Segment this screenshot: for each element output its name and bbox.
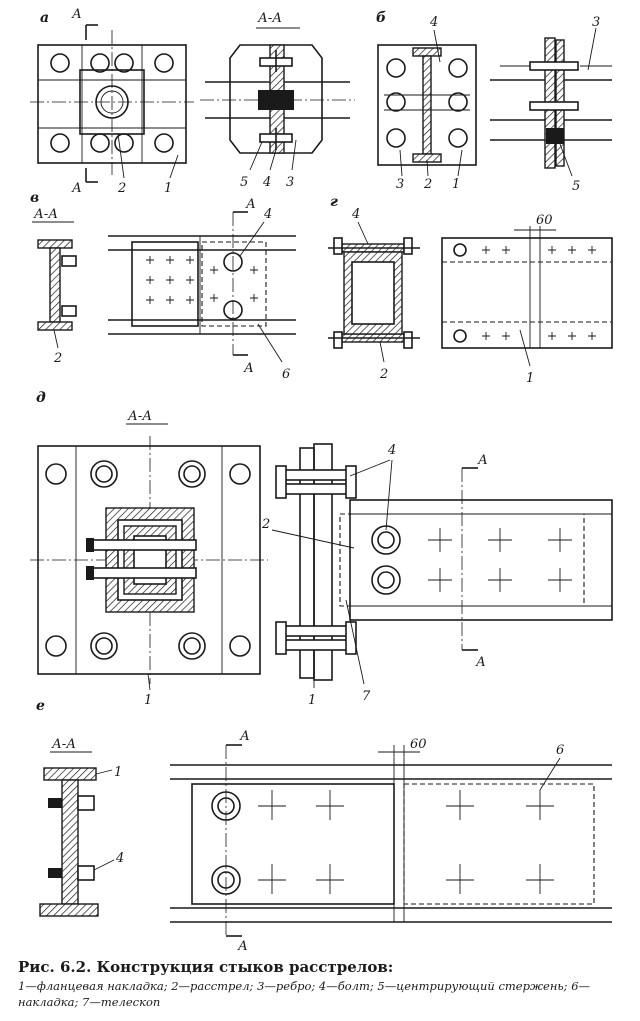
panel-v-section-label: А-А: [33, 207, 58, 222]
panel-d-section-bolts: [86, 538, 197, 580]
panel-g-callout-4: 4: [351, 207, 360, 222]
panel-a-callout-2: 2: [117, 181, 126, 196]
panel-e-cover-right: [403, 783, 595, 905]
panel-g-hole-top: [453, 243, 467, 257]
panel-e-callout-1: 1: [114, 765, 122, 780]
panel-b-callout-3b: 3: [592, 15, 600, 30]
panel-g-tube-hollow: [351, 261, 395, 325]
panel-d: д А-А 1: [30, 390, 613, 708]
panel-g-rivet-marks: [482, 246, 596, 340]
panel-e-callout-4: 4: [115, 851, 124, 866]
panel-b-callout-2: 2: [423, 177, 432, 192]
technical-drawing: а А А 2 1 А-А: [30, 7, 613, 950]
panel-d-section-label: А-А: [127, 409, 152, 424]
panel-g-callout-1: 1: [526, 371, 534, 386]
panel-d-side-flange-right: [313, 443, 333, 681]
caption-title: Рис. 6.2. Конструкция стыков расстрелов:: [18, 958, 394, 976]
panel-v-marker-top: А: [245, 197, 256, 212]
panel-d-callout-1a: 1: [144, 693, 152, 708]
panel-d-bolt-lower: [371, 565, 401, 595]
panel-a-bolt-holes: [50, 53, 174, 153]
panel-b-callout-5: 5: [572, 179, 580, 194]
panel-d-bolt-upper: [371, 525, 401, 555]
panel-v-rivet-marks: [146, 256, 258, 304]
panel-d-callout-4: 4: [387, 443, 396, 458]
panel-e-callout-6: 6: [556, 743, 564, 758]
panel-v-callout-2: 2: [53, 351, 62, 366]
panel-a-marker-bottom: А: [71, 181, 82, 196]
panel-g-bolts: [328, 237, 420, 349]
figure-caption: Рис. 6.2. Конструкция стыков расстрелов:…: [18, 958, 628, 1010]
panel-e-ibeam-top: [43, 767, 97, 781]
panel-a-callout-1: 1: [164, 181, 172, 196]
panel-b-callout-1: 1: [452, 177, 460, 192]
panel-d-bolt-holes: [45, 460, 251, 660]
panel-d-letter: д: [36, 390, 46, 406]
panel-g-letter: г: [330, 194, 338, 210]
panel-d-callout-7: 7: [362, 689, 371, 704]
panel-g-hole-bottom: [453, 329, 467, 343]
panel-e-cover-left: [191, 783, 395, 905]
panel-d-marker-top: А: [477, 453, 488, 468]
panel-b-callout-4: 4: [429, 15, 438, 30]
caption-legend: 1—фланцевая накладка; 2—расстрел; 3—ребр…: [18, 979, 591, 1009]
panel-b-ibeam-top: [412, 47, 442, 57]
panel-d-side-bolts: [275, 465, 357, 655]
panel-d-callout-2: 2: [261, 517, 270, 532]
panel-g-flange-plate: [441, 237, 613, 349]
panel-v-ibeam-section: [37, 239, 73, 249]
panel-e-letter: е: [36, 698, 45, 714]
panel-v-cover-left: [131, 241, 199, 327]
panel-a-letter: а: [40, 10, 49, 26]
panel-v-cover-right: [201, 241, 267, 327]
panel-d-beam: [349, 499, 613, 621]
panel-e: е А-А 1 4 60 А: [36, 698, 612, 950]
panel-a-callout-4: 4: [262, 175, 271, 190]
panel-e-section-label: А-А: [51, 737, 76, 752]
panel-b: б 4 3 2 1 3 5: [376, 10, 612, 194]
panel-a-callout-5: 5: [240, 175, 248, 190]
panel-a-section-label: А-А: [257, 11, 282, 26]
panel-b-callout-3a: 3: [396, 177, 404, 192]
panel-b-centering-rod: [546, 128, 564, 144]
panel-v-callout-6: 6: [282, 367, 290, 382]
panel-v-callout-4: 4: [263, 207, 272, 222]
panel-v-marker-bottom: А: [243, 361, 254, 376]
panel-d-callout-1b: 1: [308, 693, 316, 708]
panel-v-letter: в: [30, 190, 39, 206]
panel-a-section-bolts: [259, 50, 293, 150]
panel-d-marker-bottom: А: [475, 655, 486, 670]
panel-g: г 4 2 60 1: [328, 194, 613, 386]
panel-v: в А-А 2 А А 4 6: [30, 190, 296, 382]
panel-e-marker-top: А: [239, 729, 250, 744]
panel-e-dimension: 60: [410, 737, 427, 752]
panel-g-dimension: 60: [536, 213, 553, 228]
panel-a-section-plate: [229, 44, 323, 154]
panel-b-letter: б: [376, 10, 386, 26]
panel-b-bolt-holes: [386, 58, 468, 148]
panel-g-callout-2: 2: [379, 367, 388, 382]
panel-b-side-bolts: [529, 61, 579, 111]
panel-a: а А А 2 1 А-А: [30, 7, 355, 196]
panel-e-marker-bottom: А: [237, 939, 248, 950]
panel-a-callout-3: 3: [286, 175, 294, 190]
panel-a-marker-top: А: [71, 7, 82, 22]
